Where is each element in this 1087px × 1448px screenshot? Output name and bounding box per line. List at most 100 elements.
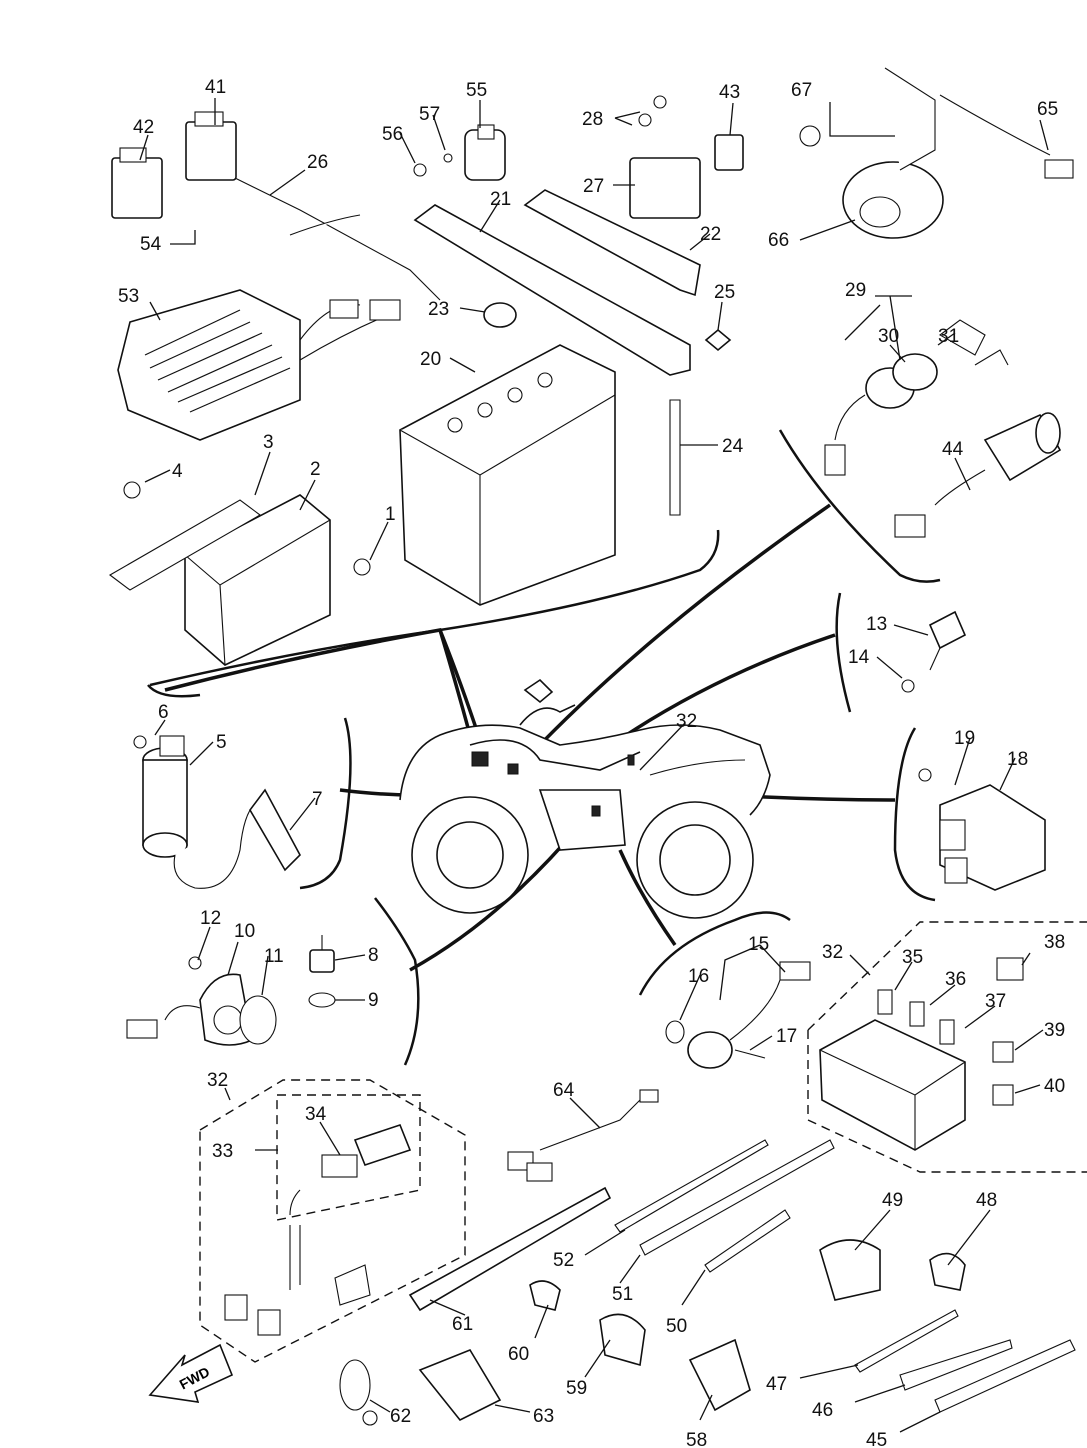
- label-14: 14: [848, 647, 870, 668]
- label-57: 57: [419, 104, 440, 125]
- sensor-10: [126, 956, 277, 1046]
- battery-band-21-22: [413, 189, 701, 376]
- label-51: 51: [612, 1284, 633, 1305]
- screw-56: [413, 163, 427, 177]
- label-52: 52: [553, 1250, 574, 1271]
- label-46: 46: [812, 1400, 833, 1421]
- speed-sensor-15: [665, 961, 811, 1069]
- clamp-60: [529, 1280, 561, 1311]
- ring-62: [339, 1359, 378, 1426]
- label-12: 12: [200, 908, 221, 929]
- label-67: 67: [791, 80, 812, 101]
- label-17: 17: [776, 1026, 797, 1047]
- washer-57: [443, 153, 453, 163]
- label-60: 60: [508, 1344, 529, 1365]
- relay-42: [111, 147, 163, 219]
- fwd-arrow: FWD: [148, 1343, 234, 1403]
- label-66: 66: [768, 230, 789, 251]
- label-34: 34: [305, 1104, 327, 1125]
- label-43: 43: [719, 82, 740, 103]
- label-54: 54: [140, 234, 162, 255]
- label-22: 22: [700, 224, 721, 245]
- label-61: 61: [452, 1314, 473, 1335]
- label-48: 48: [976, 1190, 997, 1211]
- label-24: 24: [722, 436, 744, 457]
- label-8: 8: [368, 945, 379, 966]
- label-1: 1: [385, 504, 396, 525]
- band-61: [408, 1186, 612, 1312]
- label-39: 39: [1044, 1020, 1065, 1041]
- main-switch-29: [824, 319, 1009, 476]
- label-32-harness: 32: [207, 1070, 228, 1091]
- label-20: 20: [420, 349, 441, 370]
- atv-vehicle: [399, 678, 771, 919]
- band-45: [934, 1339, 1076, 1413]
- label-53: 53: [118, 286, 139, 307]
- label-64: 64: [553, 1080, 575, 1101]
- label-36: 36: [945, 969, 966, 990]
- rectifier-18: [918, 768, 1046, 891]
- label-63: 63: [533, 1406, 554, 1427]
- label-23: 23: [428, 299, 449, 320]
- label-9: 9: [368, 990, 379, 1011]
- label-49: 49: [882, 1190, 903, 1211]
- label-3: 3: [263, 432, 274, 453]
- label-leaders: [139, 98, 1049, 1433]
- battery-20: [399, 344, 616, 606]
- clamp-48: [929, 1252, 966, 1291]
- label-18: 18: [1007, 749, 1028, 770]
- socket-44: [894, 412, 1062, 538]
- bolt-24: [669, 399, 681, 516]
- label-58: 58: [686, 1430, 707, 1448]
- label-55: 55: [466, 80, 487, 101]
- label-28: 28: [582, 109, 603, 130]
- label-32-atv: 32: [676, 711, 697, 732]
- label-41: 41: [205, 77, 226, 98]
- label-59: 59: [566, 1378, 587, 1399]
- starter-relay-55: [464, 124, 506, 181]
- label-19: 19: [954, 728, 975, 749]
- label-42: 42: [133, 117, 154, 138]
- label-32-fusebox: 32: [822, 942, 843, 963]
- label-65: 65: [1037, 99, 1058, 120]
- label-6: 6: [158, 702, 169, 723]
- label-38: 38: [1044, 932, 1065, 953]
- label-4: 4: [172, 461, 183, 482]
- label-30: 30: [878, 326, 899, 347]
- label-44: 44: [942, 439, 964, 460]
- relay-43: [714, 134, 744, 171]
- label-47: 47: [766, 1374, 787, 1395]
- label-29: 29: [845, 280, 866, 301]
- label-2: 2: [310, 459, 321, 480]
- clamp-49: [819, 1239, 881, 1301]
- horn-66: [799, 67, 1074, 239]
- sensor-13: [901, 610, 967, 693]
- callout-labels: 1 2 3 4 5 6 7 8 9 10 11 12 13 14 15 16 1…: [118, 77, 1065, 1448]
- label-21: 21: [490, 189, 511, 210]
- regulator-53: [117, 289, 401, 441]
- label-25: 25: [714, 282, 735, 303]
- cushion-23: [483, 302, 517, 328]
- label-50: 50: [666, 1316, 687, 1337]
- label-31: 31: [938, 326, 959, 347]
- clamp-58: [688, 1338, 751, 1412]
- ignition-coil-5: [133, 735, 301, 889]
- label-13: 13: [866, 614, 887, 635]
- sub-harness-64: [507, 1089, 659, 1182]
- label-40: 40: [1044, 1076, 1065, 1097]
- label-56: 56: [382, 124, 403, 145]
- label-7: 7: [312, 789, 323, 810]
- wire-harness-32: [199, 1079, 466, 1363]
- label-45: 45: [866, 1430, 887, 1448]
- nut-25: [704, 328, 732, 352]
- relay-27: [629, 95, 701, 219]
- label-33: 33: [212, 1141, 233, 1162]
- clamp-59: [599, 1313, 646, 1367]
- label-15: 15: [748, 934, 769, 955]
- label-35: 35: [902, 947, 923, 968]
- label-10: 10: [234, 921, 255, 942]
- relay-41: [185, 111, 237, 181]
- label-62: 62: [390, 1406, 411, 1427]
- band-50: [704, 1209, 791, 1273]
